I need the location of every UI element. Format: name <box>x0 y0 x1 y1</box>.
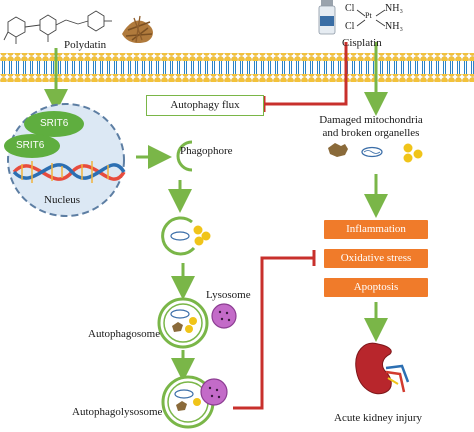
engulfing-phagophore-icon <box>161 216 211 256</box>
herb-roots-icon <box>122 15 153 44</box>
sirt6-label-b: SRIT6 <box>16 140 45 151</box>
cisplatin-label: Cisplatin <box>342 37 382 49</box>
kidney-icon <box>355 342 410 395</box>
autophagolysosome-icon <box>161 375 228 429</box>
cisplatin-pt: Pt <box>365 11 372 20</box>
damaged-organelles-label-line2: and broken organelles <box>322 127 420 139</box>
autophagolysosome-label: Autophagolysosome <box>72 406 163 418</box>
damaged-organelles-icon <box>328 143 423 163</box>
cisplatin-nh3-bottom: NH₃ <box>385 21 403 32</box>
cisplatin-vial-icon <box>318 0 336 35</box>
sirt6-protein-a <box>24 111 84 137</box>
cisplatin-nh3-top: NH₃ <box>385 3 403 14</box>
sirt6-protein-b <box>4 134 60 158</box>
inhibition-cisplatin-to-autophagy-flux <box>264 42 348 106</box>
cell-membrane <box>0 53 474 82</box>
inhibition-autophagy-to-injury <box>233 256 314 410</box>
inflammation-box: Inflammation <box>324 220 428 239</box>
autophagosome-label: Autophagosome <box>88 328 161 340</box>
phagophore-label: Phagophore <box>180 145 233 157</box>
cisplatin-cl-bottom: Cl <box>345 21 355 32</box>
polydatin-structure-icon <box>3 10 112 44</box>
sirt6-label-a: SRIT6 <box>40 118 69 129</box>
phagophore-icon <box>176 140 193 172</box>
cisplatin-cl-top: Cl <box>345 3 355 14</box>
acute-kidney-injury-label: Acute kidney injury <box>334 412 422 424</box>
oxidative-stress-box: Oxidative stress <box>324 249 428 268</box>
autophagosome-icon <box>157 297 209 349</box>
dna-helix-icon <box>12 161 126 183</box>
autophagy-flux-box: Autophagy flux <box>146 95 264 116</box>
lysosome-label: Lysosome <box>206 289 251 301</box>
apoptosis-box: Apoptosis <box>324 278 428 297</box>
lysosome-icon <box>211 303 237 329</box>
nucleus-label: Nucleus <box>44 194 81 206</box>
damaged-organelles-label-line1: Damaged mitochondria <box>319 114 423 126</box>
polydatin-label: Polydatin <box>64 39 107 51</box>
